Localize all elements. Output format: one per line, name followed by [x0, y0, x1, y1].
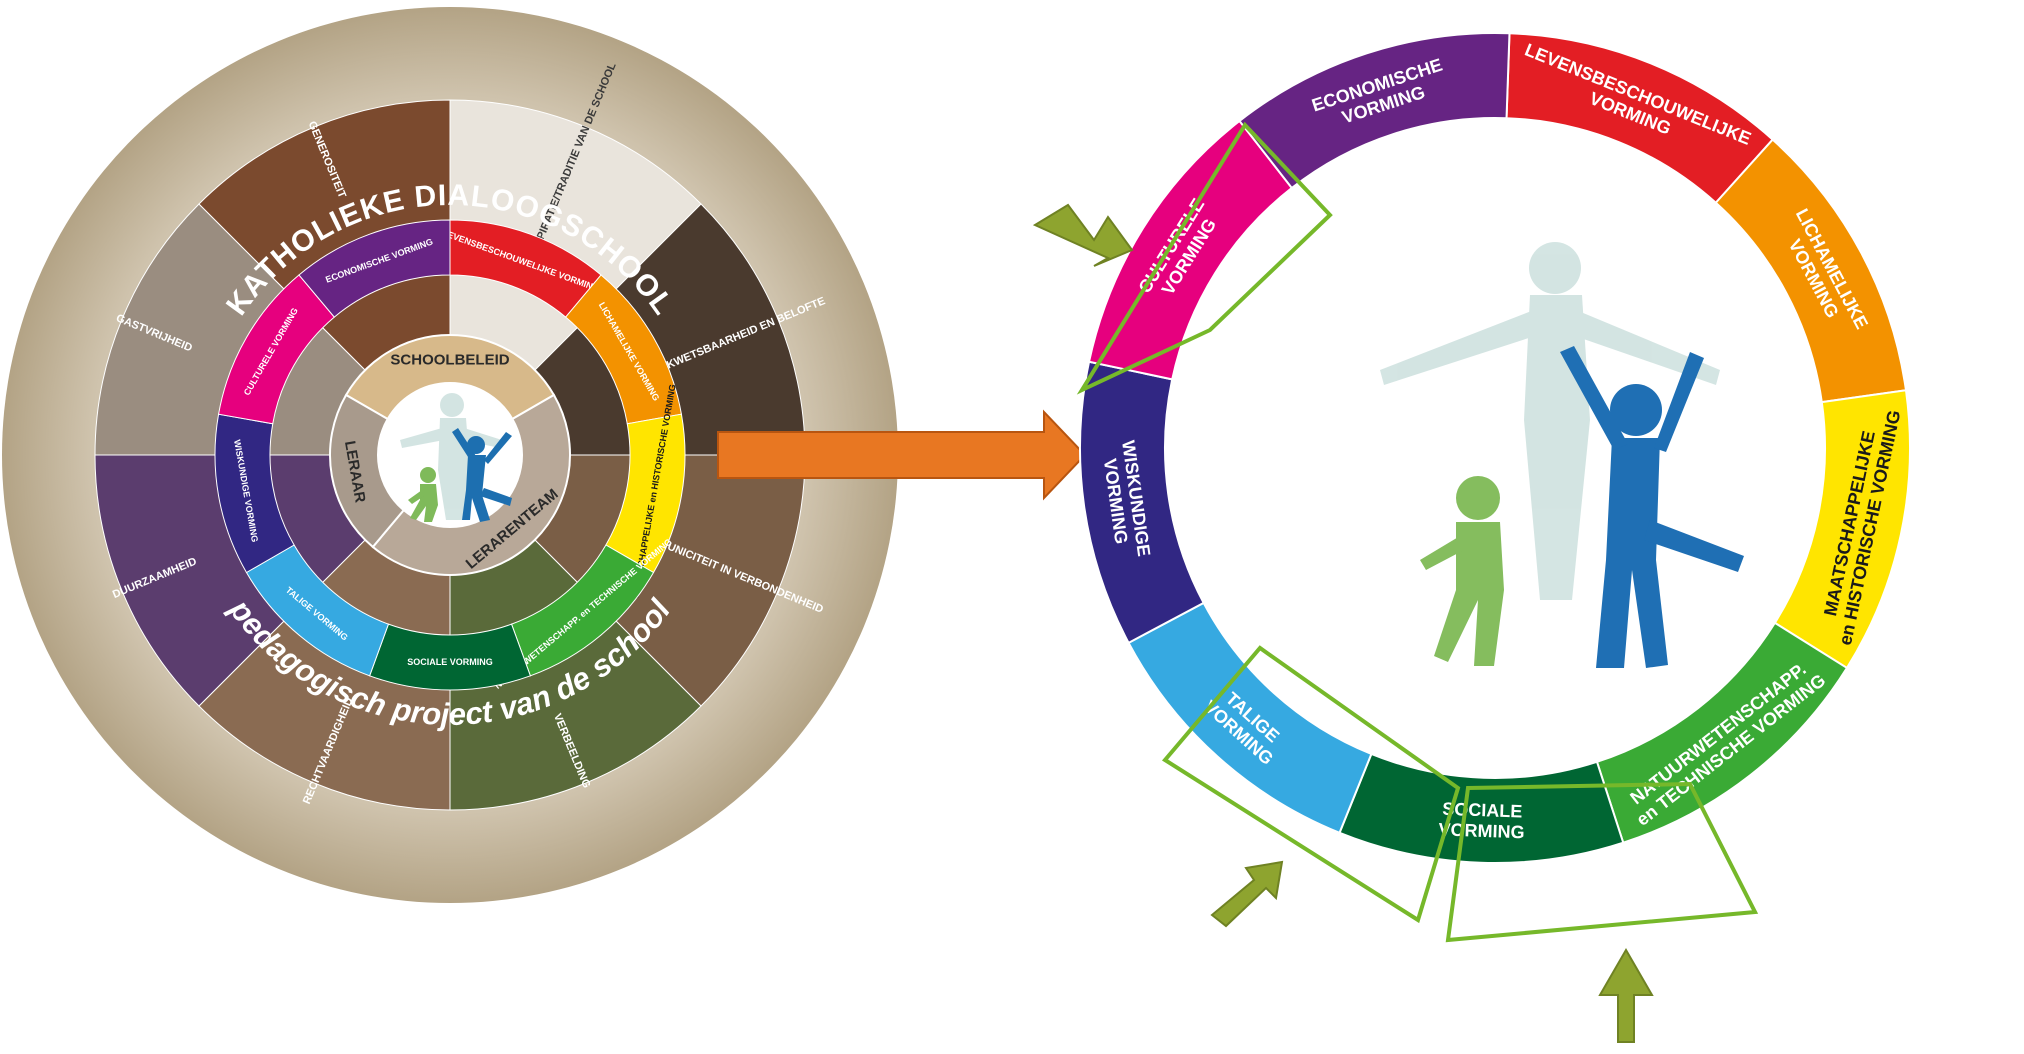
- center-figures-large: [1380, 242, 1744, 668]
- center-figures: [378, 383, 522, 527]
- highlight-sociale: [1445, 781, 1759, 943]
- inner-label-schoolbeleid-line: SCHOOLBELEID: [390, 351, 509, 368]
- segment-label-sociale-vorming-line: SOCIALE: [1442, 799, 1523, 822]
- inner-segment-lerarenteam: [371, 393, 571, 576]
- highlight-talige: [1161, 645, 1461, 924]
- vorming-segment-economische-vorming: [298, 219, 451, 318]
- highlight-culturele: [1076, 121, 1333, 395]
- inner-label-schoolbeleid: SCHOOLBELEID: [390, 351, 509, 368]
- left-wheel: INSPIRATIE/TRADITIE VAN DE SCHOOLKWETSBA…: [2, 7, 898, 903]
- center-disc: [1165, 118, 1825, 778]
- pointer-arrow-talige: [1210, 860, 1284, 928]
- segment-label-sociale-vorming-line: VORMING: [1438, 819, 1525, 842]
- main-arrow: [717, 409, 1087, 501]
- pointer-arrow-culturele: [1032, 203, 1134, 267]
- vorming-label-sociale-vorming: SOCIALE VORMING: [407, 657, 493, 667]
- pointer-arrow-sociale: [1598, 948, 1654, 1043]
- right-wheel: LEVENSBESCHOUWELIJKEVORMINGLICHAMELIJKEV…: [1032, 32, 1911, 1043]
- vorming-label-sociale-vorming-line: SOCIALE VORMING: [407, 657, 493, 667]
